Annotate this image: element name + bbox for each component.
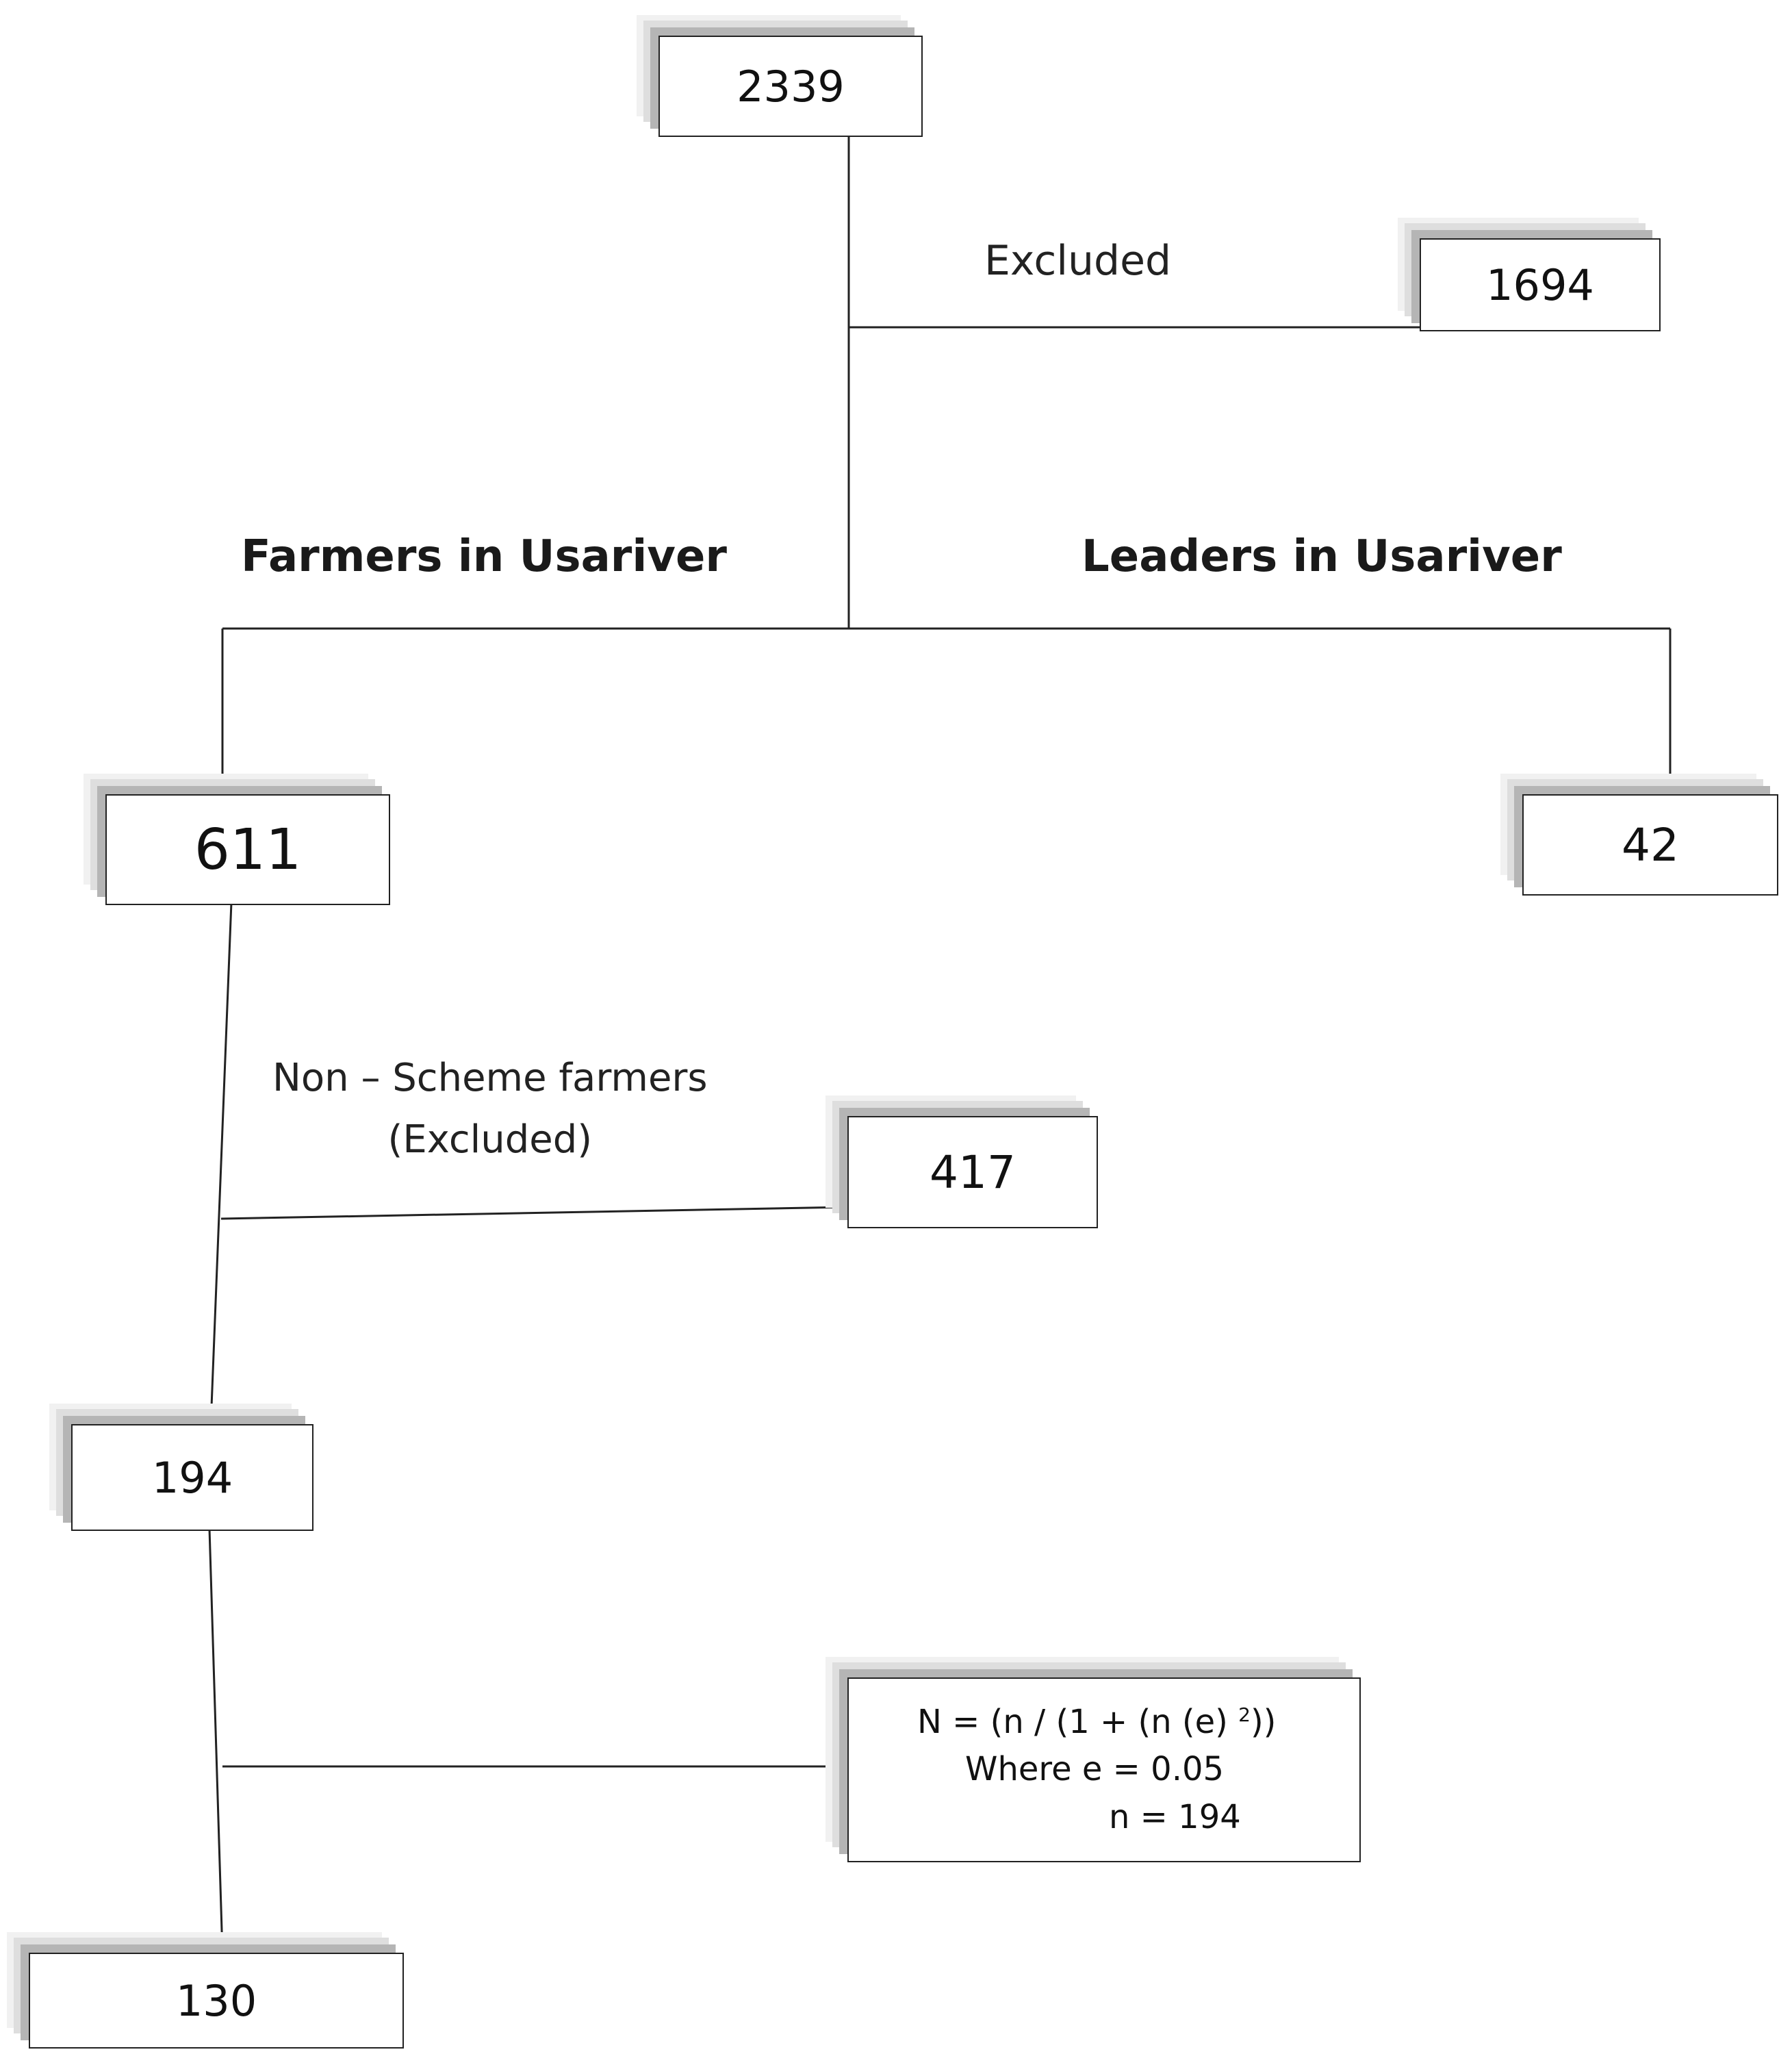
formula-line: N = (n / (1 + (n (e) 2))	[849, 1699, 1359, 1747]
excluded-label: Excluded	[984, 237, 1172, 285]
formula-n-line: n = 194	[1109, 1797, 1241, 1836]
farmers-branch-label: Farmers in Usariver	[241, 531, 727, 582]
formula-closing: ))	[1250, 1702, 1277, 1741]
leaders-branch-label: Leaders in Usariver	[1081, 531, 1562, 582]
formula-exponent: 2	[1238, 1703, 1251, 1726]
connector-to-non-scheme	[220, 1206, 848, 1220]
leaders-count-box: 42	[1522, 794, 1778, 896]
excluded-count-box: 1694	[1420, 238, 1661, 331]
non-scheme-label-line1: Non – Scheme farmers	[272, 1056, 708, 1100]
formula-error-line: Where e = 0.05	[965, 1750, 1225, 1789]
non-scheme-count-value: 417	[930, 1145, 1016, 1199]
final-sample-box: 130	[29, 1953, 404, 2049]
leaders-count-value: 42	[1622, 818, 1679, 872]
non-scheme-count-box: 417	[847, 1116, 1098, 1228]
farmers-count-value: 611	[194, 817, 302, 883]
connector-194-to-130	[208, 1528, 224, 1953]
scheme-farmers-value: 194	[151, 1452, 233, 1503]
final-sample-value: 130	[175, 1975, 257, 2026]
connector-farmers-to-194	[209, 902, 233, 1425]
farmers-count-box: 611	[105, 794, 390, 905]
total-population-box: 2339	[658, 36, 923, 137]
formula-expression: N = (n / (1 + (n (e)	[917, 1702, 1239, 1741]
non-scheme-label-line2: (Excluded)	[387, 1117, 593, 1162]
total-population-value: 2339	[737, 61, 845, 112]
non-scheme-label: Non – Scheme farmers (Excluded)	[272, 1048, 708, 1170]
excluded-count-value: 1694	[1486, 259, 1594, 310]
sample-size-formula-box: N = (n / (1 + (n (e) 2)) Where e = 0.05 …	[847, 1677, 1361, 1862]
scheme-farmers-box: 194	[71, 1424, 313, 1531]
